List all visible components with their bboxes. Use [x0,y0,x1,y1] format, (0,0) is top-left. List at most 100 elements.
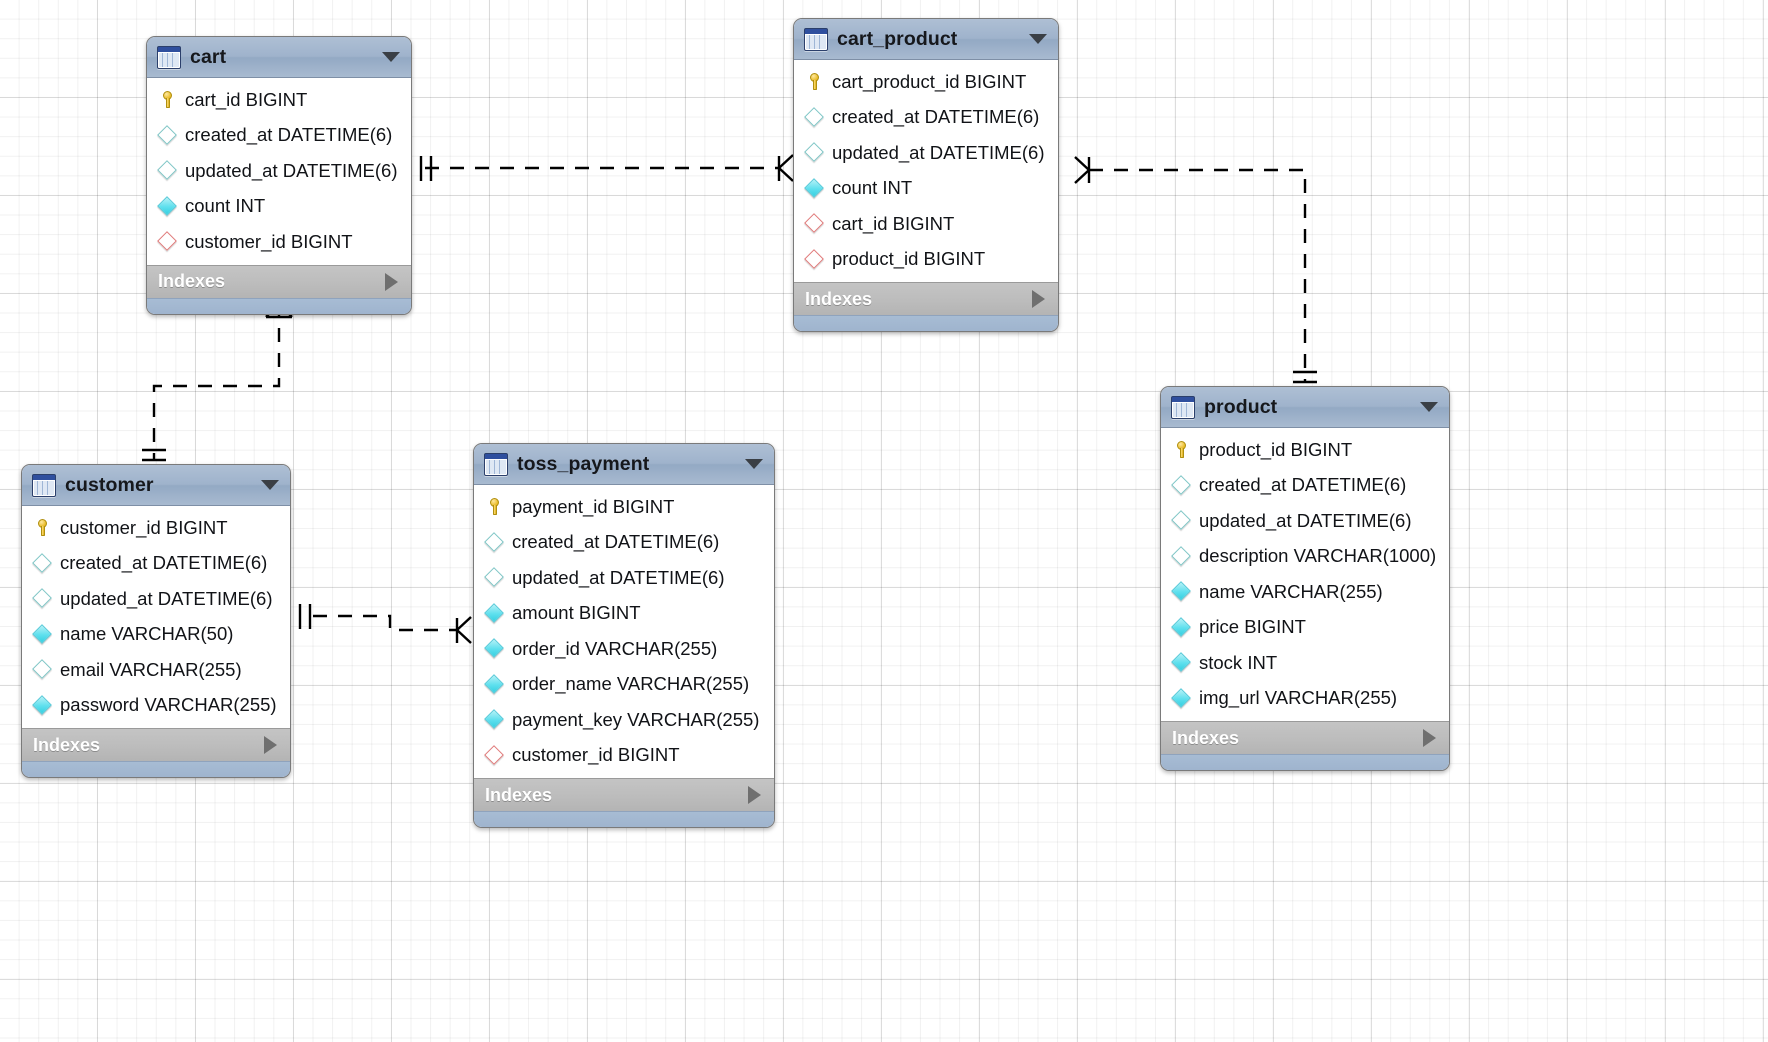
table-name-label: customer [65,473,154,496]
column-row[interactable]: created_at DATETIME(6) [147,118,411,154]
table-name-label: cart_product [837,27,958,50]
chevron-right-icon[interactable] [264,736,277,754]
diamond-shape [1171,687,1191,708]
column-row[interactable]: created_at DATETIME(6) [22,546,290,582]
diamond-shape [1171,616,1191,637]
column-label: created_at DATETIME(6) [832,106,1040,128]
diamond-shape [1171,581,1191,602]
notnull-column-icon [1171,687,1191,708]
column-label: name VARCHAR(50) [60,623,234,645]
chevron-right-icon[interactable] [385,272,398,291]
table-header-customer[interactable]: customer [22,465,290,506]
column-row[interactable]: payment_id BIGINT [474,489,774,525]
table-name-label: toss_payment [517,452,650,475]
indexes-section-cart_product[interactable]: Indexes [794,282,1058,315]
table-cart_product[interactable]: cart_product cart_product_id BIGINT create… [793,18,1059,332]
chevron-right-icon[interactable] [1032,290,1045,308]
column-row[interactable]: created_at DATETIME(6) [794,100,1058,136]
column-row[interactable]: stock INT [1161,645,1449,681]
column-row[interactable]: amount BIGINT [474,596,774,632]
column-row[interactable]: created_at DATETIME(6) [474,525,774,561]
nullable-column-icon [1171,474,1191,495]
column-row[interactable]: description VARCHAR(1000) [1161,539,1449,575]
column-row[interactable]: password VARCHAR(255) [22,688,290,724]
indexes-section-customer[interactable]: Indexes [22,728,290,761]
column-label: customer_id BIGINT [185,230,353,252]
column-row[interactable]: created_at DATETIME(6) [1161,468,1449,504]
column-label: customer_id BIGINT [512,744,680,766]
column-row[interactable]: updated_at DATETIME(6) [474,560,774,596]
chevron-down-icon[interactable] [1029,34,1047,44]
chevron-down-icon[interactable] [745,459,763,469]
diamond-shape [484,531,504,552]
nullable-column-icon [32,588,52,609]
indexes-section-cart[interactable]: Indexes [147,264,411,298]
column-row[interactable]: updated_at DATETIME(6) [22,581,290,617]
column-row[interactable]: cart_product_id BIGINT [794,64,1058,100]
column-row[interactable]: price BIGINT [1161,610,1449,646]
diamond-shape [1171,652,1191,673]
column-row[interactable]: cart_id BIGINT [147,82,411,118]
table-icon [804,27,828,51]
nullable-column-icon [1171,510,1191,531]
column-row[interactable]: product_id BIGINT [1161,432,1449,468]
diamond-shape [32,588,52,609]
column-label: count INT [185,195,266,217]
column-row[interactable]: customer_id BIGINT [22,510,290,546]
column-row[interactable]: updated_at DATETIME(6) [1161,503,1449,539]
column-label: stock INT [1199,651,1278,673]
column-row[interactable]: payment_key VARCHAR(255) [474,702,774,738]
column-row[interactable]: product_id BIGINT [794,242,1058,278]
chevron-down-icon[interactable] [261,480,279,490]
chevron-right-icon[interactable] [1423,729,1436,747]
diamond-shape [32,552,52,573]
nullable-column-icon [804,142,824,163]
column-row[interactable]: email VARCHAR(255) [22,652,290,688]
table-header-cart[interactable]: cart [147,37,411,78]
column-row[interactable]: count INT [794,171,1058,207]
notnull-column-icon [484,673,504,694]
table-header-product[interactable]: product [1161,387,1449,428]
column-row[interactable]: order_name VARCHAR(255) [474,667,774,703]
column-row[interactable]: name VARCHAR(255) [1161,574,1449,610]
table-icon [1171,395,1195,419]
indexes-section-product[interactable]: Indexes [1161,721,1449,754]
column-list: cart_product_id BIGINT created_at DATETIM… [794,60,1058,282]
table-footer [22,761,290,777]
column-label: updated_at DATETIME(6) [60,587,273,609]
nullable-column-icon [1171,545,1191,566]
column-label: cart_id BIGINT [832,212,955,234]
column-row[interactable]: name VARCHAR(50) [22,617,290,653]
indexes-section-toss_payment[interactable]: Indexes [474,778,774,811]
chevron-down-icon[interactable] [1420,402,1438,412]
column-row[interactable]: updated_at DATETIME(6) [794,135,1058,171]
column-row[interactable]: customer_id BIGINT [147,224,411,260]
diamond-shape [1171,510,1191,531]
primary-key-icon [485,497,504,516]
diamond-shape [1171,545,1191,566]
foreign-key-icon [804,248,824,269]
column-label: updated_at DATETIME(6) [832,141,1045,163]
chevron-down-icon[interactable] [382,52,400,62]
column-label: email VARCHAR(255) [60,658,242,680]
column-row[interactable]: img_url VARCHAR(255) [1161,681,1449,717]
column-row[interactable]: cart_id BIGINT [794,206,1058,242]
chevron-right-icon[interactable] [748,786,761,804]
column-row[interactable]: order_id VARCHAR(255) [474,631,774,667]
table-name-label: cart [190,45,227,68]
column-row[interactable]: customer_id BIGINT [474,738,774,774]
column-row[interactable]: count INT [147,189,411,225]
diamond-shape [1171,474,1191,495]
table-header-toss_payment[interactable]: toss_payment [474,444,774,485]
table-footer [1161,754,1449,770]
nullable-column-icon [484,567,504,588]
column-row[interactable]: updated_at DATETIME(6) [147,153,411,189]
foreign-key-icon [157,231,177,252]
table-header-cart_product[interactable]: cart_product [794,19,1058,60]
table-icon [32,473,56,497]
